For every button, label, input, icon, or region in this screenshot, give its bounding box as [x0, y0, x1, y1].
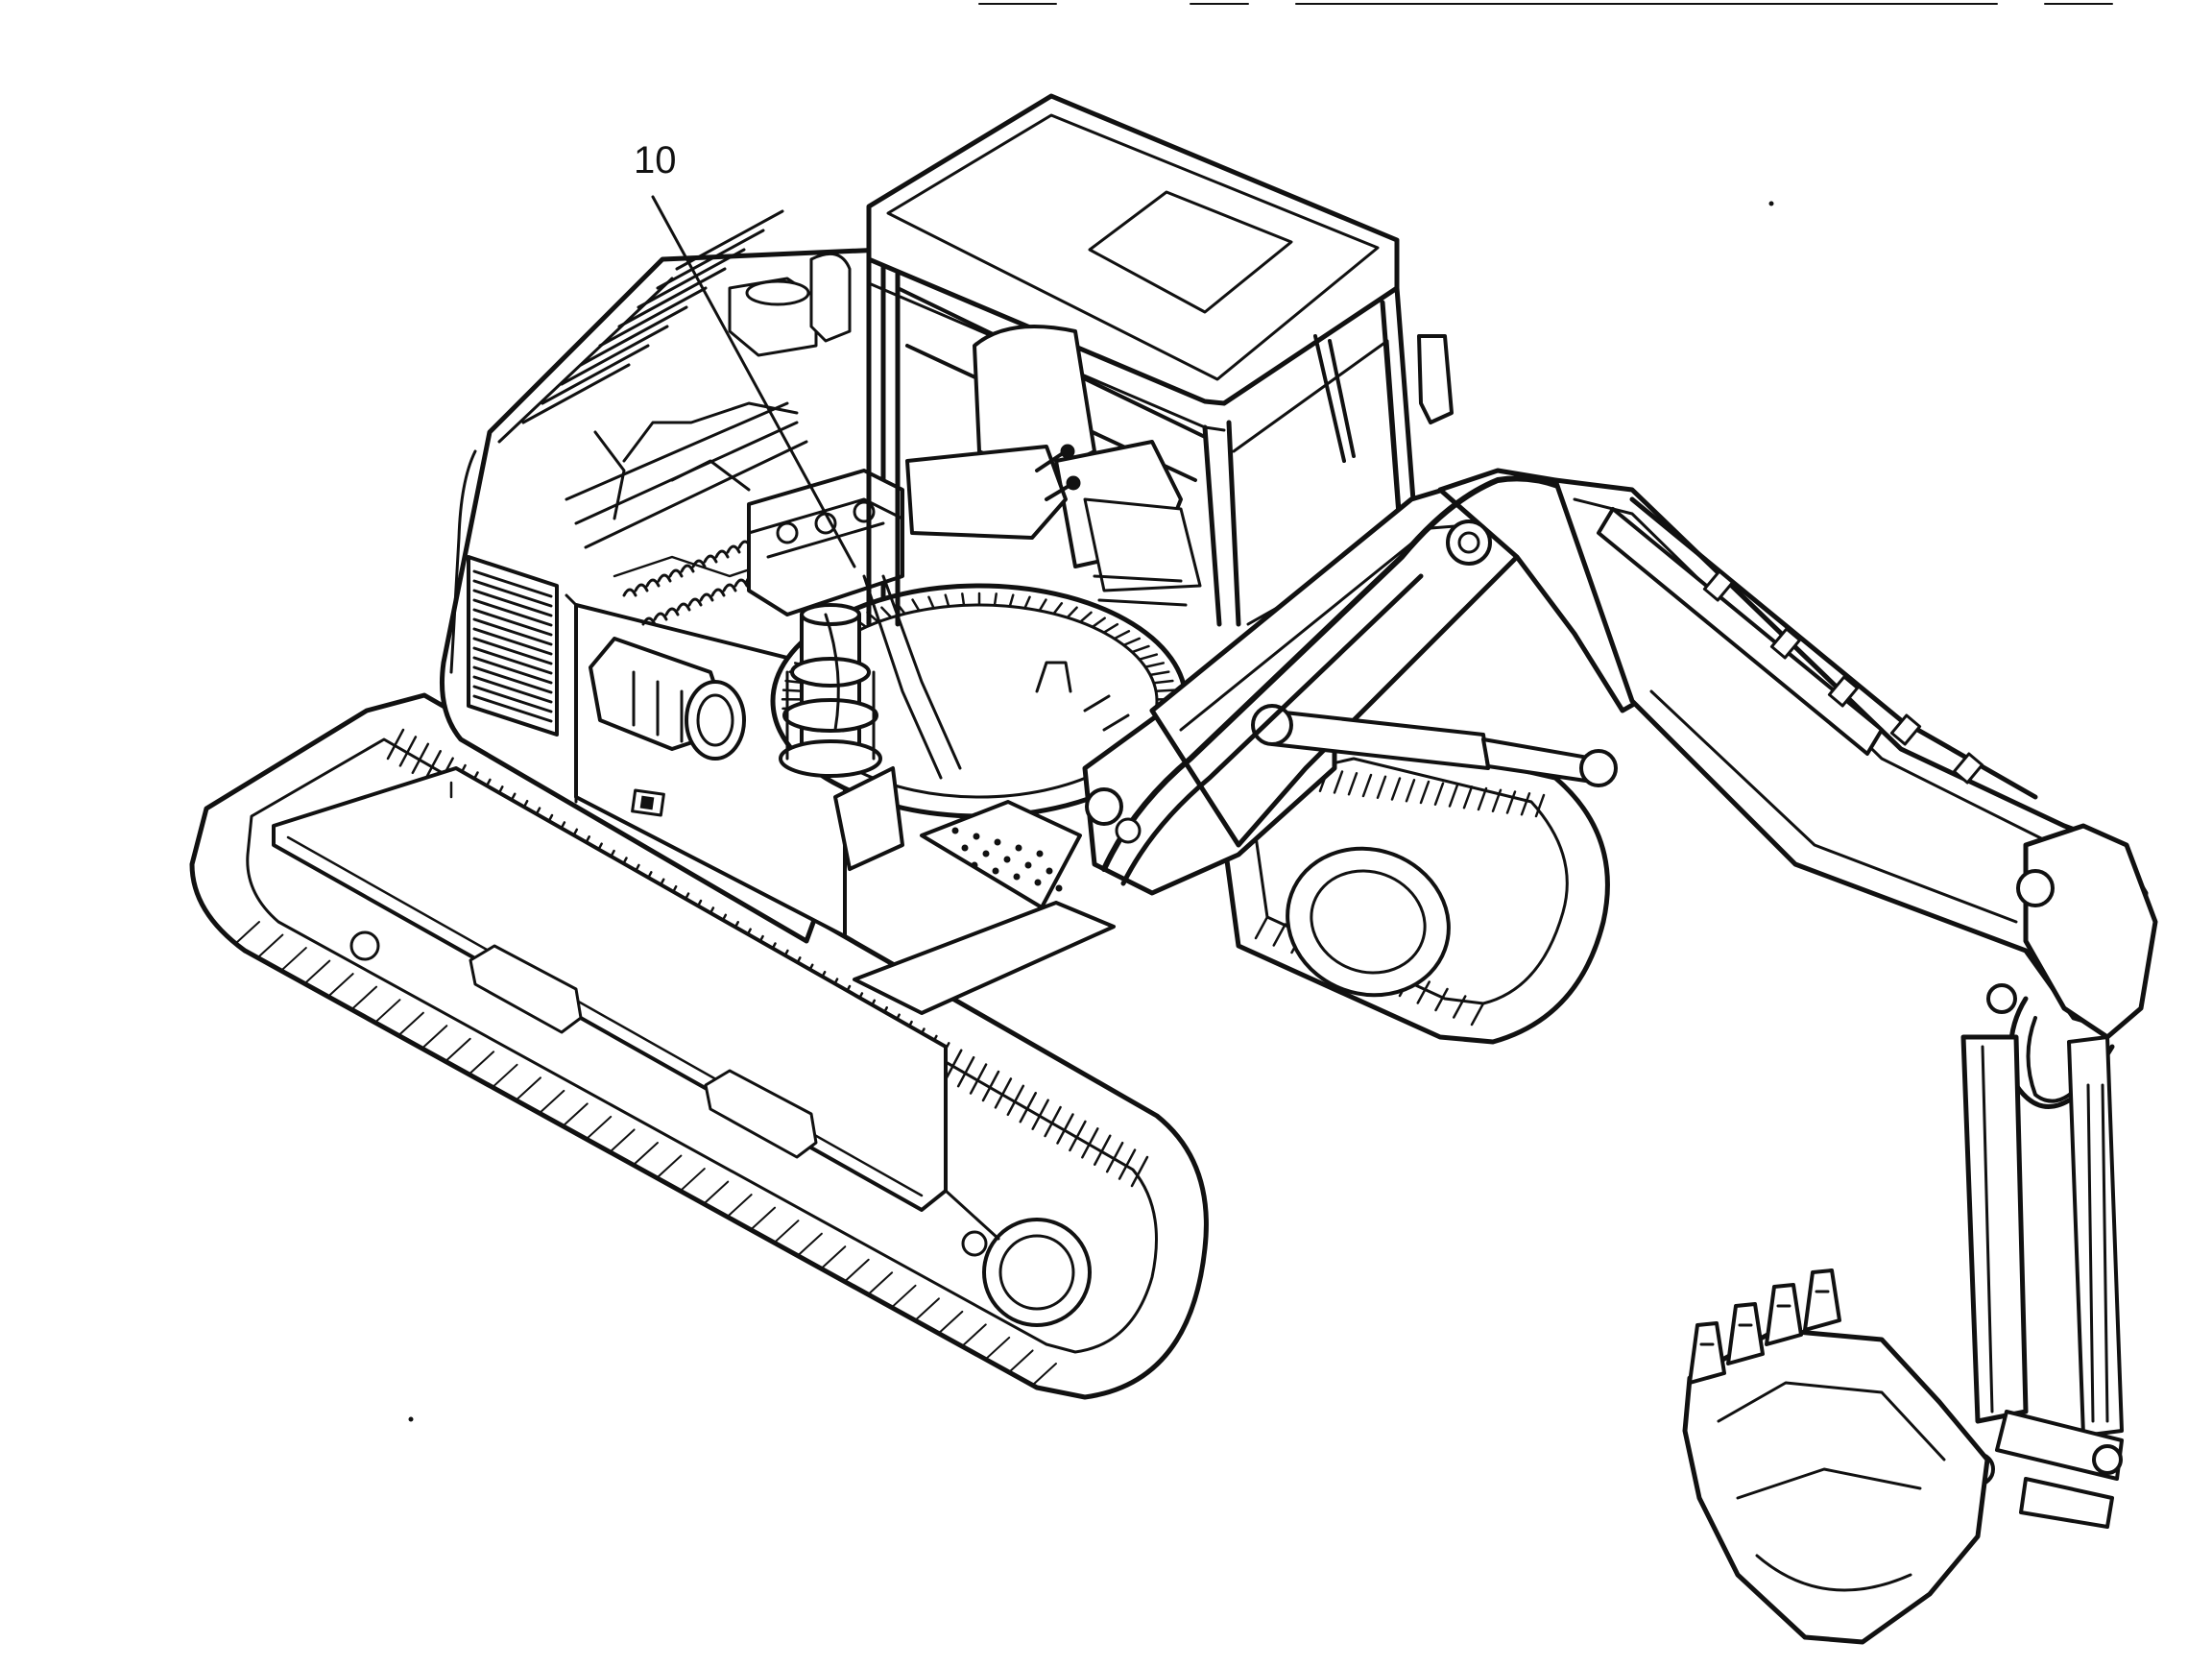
boom [1082, 468, 1693, 896]
scan-speckles [408, 201, 1774, 1422]
upper-structure [439, 209, 886, 944]
right-crawler-track [853, 727, 1610, 1045]
bucket-assembly [1682, 1034, 2124, 1645]
roof-hatch [1088, 190, 1293, 314]
engine-components [565, 252, 852, 761]
bucket-teeth [1688, 1268, 1841, 1385]
operator-cab [866, 93, 1454, 627]
left-crawler-track [189, 692, 1209, 1400]
callout-label: 10 [634, 139, 677, 181]
track-link-plates [235, 921, 1057, 1386]
step-plate-holes [951, 827, 1063, 892]
arm-stick [1552, 477, 2158, 1109]
callout-leader-line [651, 195, 856, 568]
boom-pin [1446, 519, 1492, 566]
engine-hood-grille [521, 209, 784, 424]
side-radiator-grille [472, 569, 553, 723]
bucket-cylinder [2067, 1035, 2124, 1437]
bucket [1682, 1327, 1990, 1645]
arm-cylinder [1597, 507, 1884, 756]
drive-sprocket-cover [1286, 846, 1451, 998]
swing-ring-assembly [747, 469, 1189, 909]
hose-clamps [1702, 569, 1984, 785]
callout-10: 10 [634, 139, 856, 568]
